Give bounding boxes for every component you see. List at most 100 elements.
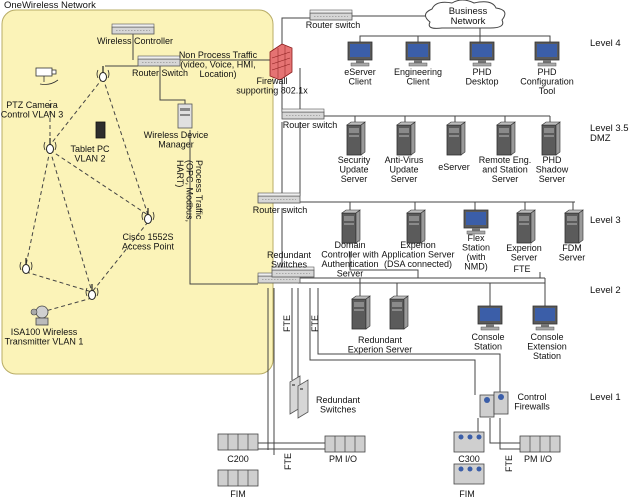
console-station-icon bbox=[477, 305, 503, 331]
router-switch-l35-icon bbox=[281, 108, 325, 120]
process-traffic-label-line: Process Traffic bbox=[194, 160, 204, 220]
non-process-traffic-label-line: Non Process Traffic bbox=[179, 50, 258, 60]
level-4-label-line: Level 4 bbox=[590, 38, 621, 49]
cloud-label-line: Network bbox=[451, 16, 486, 27]
domain-controller-label-line: Controller with bbox=[321, 249, 379, 259]
router-switch-l4-label-line: Router switch bbox=[306, 20, 361, 30]
connection-lines bbox=[105, 15, 575, 455]
isa100-label-line: ISA100 Wireless bbox=[11, 327, 78, 337]
pm-io-right-icon bbox=[519, 435, 561, 453]
remote-eng-server-label-line: Remote Eng. bbox=[479, 155, 532, 165]
experion-server-l3-icon bbox=[516, 209, 536, 244]
non-process-traffic-label-line: Location) bbox=[199, 69, 236, 79]
fim-right-icon bbox=[453, 463, 485, 485]
fte-v2-label: FTE bbox=[310, 315, 320, 332]
fte-v2-label-line: FTE bbox=[310, 315, 320, 332]
ptz-camera-label-line: Control VLAN 3 bbox=[1, 109, 64, 119]
wireless-mesh-links bbox=[25, 77, 149, 313]
redundant-switches-l1-icon bbox=[289, 375, 309, 419]
fdm-server-label-line: FDM bbox=[562, 243, 582, 253]
fte-v1-label-line: FTE bbox=[282, 315, 292, 332]
redundant-experion-server-label-line: Experion Server bbox=[348, 344, 413, 354]
security-update-server-label-line: Security bbox=[338, 155, 371, 165]
eserver-client-label-line: Client bbox=[348, 76, 372, 86]
console-extension-station-label-line: Extension bbox=[527, 341, 567, 351]
redundant-experion-server-label-line: Redundant bbox=[358, 335, 403, 345]
phd-desktop-label-line: Desktop bbox=[465, 76, 498, 86]
remote-eng-server-icon bbox=[496, 121, 516, 156]
fim-left-label-line: FIM bbox=[230, 489, 246, 499]
eserver-client-icon bbox=[347, 41, 373, 67]
tablet-pc-icon bbox=[95, 121, 106, 139]
flex-station-icon bbox=[463, 209, 489, 235]
onewireless-title: OneWireless Network bbox=[4, 0, 96, 11]
pm-io-right-label: PM I/O bbox=[524, 454, 552, 464]
eserver-icon bbox=[446, 121, 466, 156]
flex-station-label-line: (with bbox=[466, 252, 485, 262]
control-firewalls-label-line: Control bbox=[517, 392, 546, 402]
experion-app-server-label-line: Experion bbox=[400, 240, 436, 250]
router-switch-wireless-label-line: Router Switch bbox=[132, 68, 188, 78]
c300-label-line: C300 bbox=[458, 454, 480, 464]
redundant-switches-l1-label-line: Redundant bbox=[316, 395, 361, 405]
phd-config-tool-label-line: Configuration bbox=[520, 76, 574, 86]
level-35-label-line: Level 3.5 bbox=[590, 123, 629, 134]
level-3-label: Level 3 bbox=[590, 215, 621, 226]
isa100-transmitter-icon bbox=[30, 305, 49, 326]
fte-v4-label: FTE bbox=[504, 455, 514, 472]
fte-v3-label: FTE bbox=[283, 453, 293, 470]
domain-controller-label-line: Server bbox=[337, 268, 364, 278]
wireless-device-manager-icon bbox=[177, 103, 193, 129]
redundant-experion-server-b-icon bbox=[389, 295, 409, 330]
c200-label: C200 bbox=[227, 454, 249, 464]
c300-icon bbox=[453, 431, 485, 453]
console-extension-station-icon bbox=[532, 305, 558, 331]
c200-icon bbox=[217, 433, 259, 451]
eserver-label: eServer bbox=[438, 162, 470, 172]
engineering-client-label-line: Client bbox=[406, 76, 430, 86]
level-35-label-line: DMZ bbox=[590, 133, 611, 144]
control-firewalls-icon bbox=[479, 391, 509, 418]
level-1-label: Level 1 bbox=[590, 392, 621, 403]
firewall-label-line: supporting 802.1x bbox=[236, 85, 308, 95]
level-2-label: Level 2 bbox=[590, 285, 621, 296]
tablet-pc-label-line: Tablet PC bbox=[70, 144, 110, 154]
router-switch-wireless-icon bbox=[137, 55, 181, 67]
process-traffic-label-line: HART) bbox=[175, 160, 185, 187]
experion-app-server-label-line: (DSA connected) bbox=[384, 259, 452, 269]
cloud-label-line: Business bbox=[449, 6, 488, 17]
console-station-label-line: Console bbox=[471, 332, 504, 342]
eserver-client-label-line: eServer bbox=[344, 67, 376, 77]
antivirus-server-label-line: Update bbox=[389, 164, 418, 174]
level-3-label-line: Level 3 bbox=[590, 215, 621, 226]
phd-shadow-server-icon bbox=[541, 121, 561, 156]
c200-label-line: C200 bbox=[227, 454, 249, 464]
flex-station-label-line: Flex bbox=[467, 233, 485, 243]
router-switch-l35-label: Router switch bbox=[283, 120, 338, 130]
non-process-traffic-label-line: (video, Voice, HMI, bbox=[180, 59, 256, 69]
phd-config-tool-label-line: PHD bbox=[537, 67, 557, 77]
remote-eng-server-label-line: and Station bbox=[482, 164, 528, 174]
wireless-controller-label-line: Wireless Controller bbox=[97, 36, 173, 46]
flex-station-label-line: NMD) bbox=[464, 261, 488, 271]
antivirus-server-label-line: Anti-Virus bbox=[385, 155, 424, 165]
router-switch-l4-icon bbox=[309, 9, 353, 21]
